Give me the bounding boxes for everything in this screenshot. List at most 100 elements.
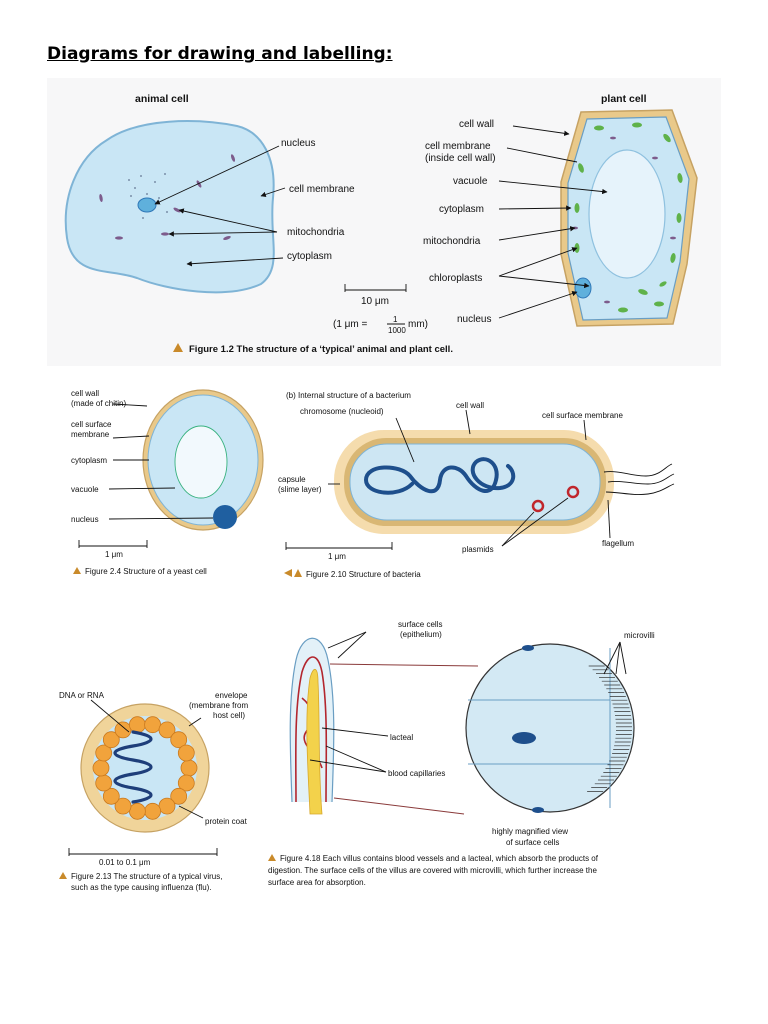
yeast-label-cytoplasm: cytoplasm — [71, 456, 107, 465]
fig3-caption-arrow-icon — [284, 569, 302, 577]
villus-diagram: surface cells (epithelium) microvilli la… — [268, 620, 655, 887]
villus-label-epithelium: (epithelium) — [400, 630, 442, 639]
bacterium-flagella — [603, 463, 675, 495]
fig4-caption-line-1: Figure 2.13 The structure of a typical v… — [71, 872, 222, 881]
plant-label-cell-membrane-note: (inside cell wall) — [425, 153, 496, 164]
plant-nucleus — [574, 277, 592, 299]
magnified-surface-cells — [465, 643, 635, 813]
bacterium-label-flagellum: flagellum — [602, 539, 634, 548]
microvilli-brush-border — [587, 665, 632, 792]
fig2-caption: Figure 2.4 Structure of a yeast cell — [85, 567, 207, 576]
figure-virus: DNA or RNA envelope (membrane from host … — [47, 668, 267, 900]
animal-plant-cell-diagram: animal cell nucleus cell membrane mitoch… — [64, 93, 698, 355]
fig5-caption-line-1: Figure 4.18 Each villus contains blood v… — [280, 854, 599, 863]
bacterium-plasmid — [531, 499, 545, 513]
protein-coat-subunit — [114, 721, 132, 739]
yeast-scale-label: 1 μm — [105, 550, 123, 559]
protein-coat-subunit — [129, 716, 146, 734]
yeast-scale-bar — [78, 540, 148, 548]
virus-label-envelope-note-2: host cell) — [213, 711, 245, 720]
protein-coat-subunit — [102, 787, 120, 805]
protein-coat-subunit — [114, 797, 132, 815]
yeast-label-nucleus: nucleus — [71, 515, 99, 524]
villus-label-magnified-1: highly magnified view — [492, 827, 568, 836]
virus-genetic-material — [113, 730, 153, 804]
villus-label-blood-capillaries: blood capillaries — [388, 769, 445, 778]
bacterium-label-capsule-note: (slime layer) — [278, 485, 322, 494]
fig2-caption-arrow-icon — [73, 567, 81, 574]
bacterium-chromosome — [364, 457, 516, 495]
plant-cell-title: plant cell — [601, 93, 647, 105]
bacterium-label-cell-wall: cell wall — [456, 401, 484, 410]
protein-coat-subunit — [158, 797, 176, 815]
plant-label-vacuole: vacuole — [453, 176, 488, 187]
bacterium-label-chromosome: chromosome (nucleoid) — [300, 407, 384, 416]
animal-cell-body — [64, 120, 275, 294]
fig5-caption-line-2: digestion. The surface cells of the vill… — [268, 866, 597, 875]
fig1-scale-label: 10 μm — [361, 296, 389, 307]
bacterium-scale-bar — [285, 542, 393, 550]
protein-coat-subunit — [95, 744, 113, 762]
villus-zoom-line — [329, 663, 479, 667]
fig1-caption-arrow-icon — [173, 343, 183, 352]
protein-coat-subunit — [144, 802, 161, 820]
plant-label-cell-wall: cell wall — [459, 119, 494, 130]
figure-villus: surface cells (epithelium) microvilli la… — [266, 608, 670, 900]
virus-scale-label: 0.01 to 0.1 μm — [99, 858, 151, 867]
animal-label-cytoplasm: cytoplasm — [287, 251, 332, 262]
bacterium-diagram: (b) Internal structure of a bacterium ce… — [278, 391, 675, 579]
protein-coat-subunit — [92, 759, 110, 777]
protein-coat-subunit — [180, 759, 198, 777]
yeast-label-cell-wall: cell wall — [71, 389, 99, 398]
virus-protein-coat — [92, 716, 198, 820]
plant-vacuole — [588, 149, 666, 279]
protein-coat-subunit — [158, 721, 176, 739]
fig4-caption-arrow-icon — [59, 872, 67, 879]
protein-coat-subunit — [170, 787, 188, 805]
bacterium-cytoplasm — [349, 443, 601, 521]
plant-label-mitochondria: mitochondria — [423, 236, 481, 247]
bacterium-label-capsule: capsule — [278, 475, 306, 484]
virus-scale-bar — [68, 848, 218, 856]
villus-label-surface-cells: surface cells — [398, 620, 442, 629]
plant-label-chloroplasts: chloroplasts — [429, 273, 482, 284]
fig5-caption-line-3: surface area for absorption. — [268, 878, 366, 887]
plant-label-cell-membrane: cell membrane — [425, 141, 491, 152]
animal-label-nucleus: nucleus — [281, 138, 315, 149]
villus-label-lacteal: lacteal — [390, 733, 413, 742]
svg-text:1000: 1000 — [388, 326, 406, 335]
figure-animal-plant-cell: animal cell nucleus cell membrane mitoch… — [47, 78, 721, 366]
yeast-label-membrane-1: cell surface — [71, 420, 112, 429]
protein-coat-subunit — [129, 802, 146, 820]
bacterium-title: (b) Internal structure of a bacterium — [286, 391, 411, 400]
fig3-caption: Figure 2.10 Structure of bacteria — [306, 570, 421, 579]
fig1-unit-conversion: (1 μm = 1 1000 mm) — [333, 315, 428, 335]
bacterium-plasmid — [566, 485, 580, 499]
villus-zoom-line — [333, 797, 465, 815]
yeast-label-cell-wall-note: (made of chitin) — [71, 399, 126, 408]
virus-diagram: DNA or RNA envelope (membrane from host … — [59, 691, 248, 892]
protein-coat-subunit — [95, 774, 113, 792]
yeast-label-vacuole: vacuole — [71, 485, 99, 494]
plant-label-nucleus: nucleus — [457, 314, 491, 325]
fig4-caption-line-2: such as the type causing influenza (flu)… — [71, 883, 212, 892]
animal-label-mitochondria: mitochondria — [287, 227, 345, 238]
bacterium-label-membrane: cell surface membrane — [542, 411, 623, 420]
villus-label-microvilli: microvilli — [624, 631, 655, 640]
protein-coat-subunit — [102, 731, 120, 749]
protein-coat-subunit — [170, 731, 188, 749]
plant-label-cytoplasm: cytoplasm — [439, 204, 484, 215]
figure-yeast-cell: cell wall (made of chitin) cell surface … — [47, 376, 267, 586]
animal-mitochondria — [99, 154, 236, 241]
virus-label-envelope-note-1: (membrane from — [189, 701, 248, 710]
yeast-label-membrane-2: membrane — [71, 430, 110, 439]
bacterium-scale-label: 1 μm — [328, 552, 346, 561]
virus-label-envelope: envelope — [215, 691, 248, 700]
virus-label-protein-coat: protein coat — [205, 817, 248, 826]
yeast-nucleus — [213, 505, 237, 529]
yeast-cell-diagram: cell wall (made of chitin) cell surface … — [71, 389, 264, 576]
virus-label-dna-rna: DNA or RNA — [59, 691, 105, 700]
svg-text:1: 1 — [393, 315, 398, 324]
fig1-caption: Figure 1.2 The structure of a ‘typical’ … — [189, 344, 453, 355]
animal-label-cell-membrane: cell membrane — [289, 184, 355, 195]
